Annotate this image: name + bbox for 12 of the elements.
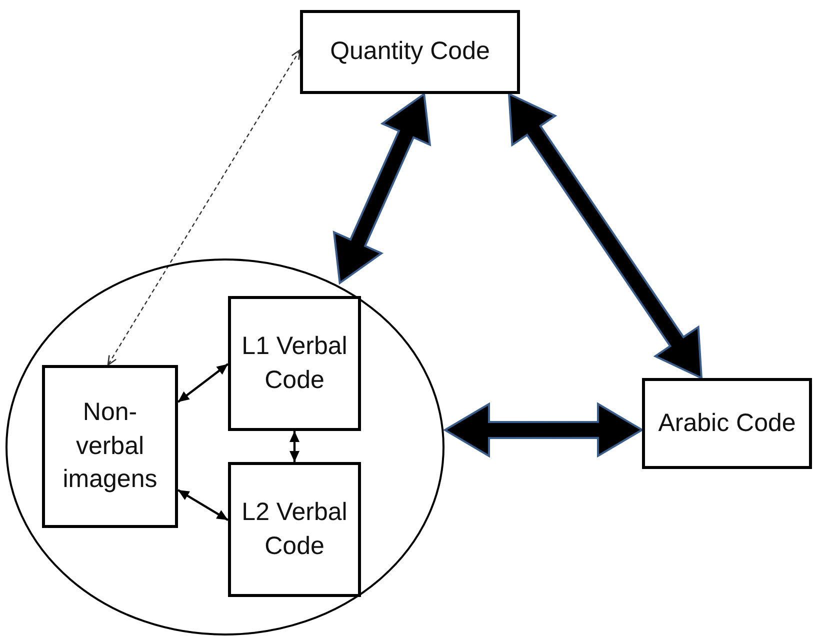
block-arrow (508, 92, 703, 380)
dashed-arrow (107, 49, 301, 366)
code-box: Arabic Code (642, 378, 812, 469)
block-arrow (443, 402, 644, 458)
arrow (290, 431, 300, 462)
code-box: Quantity Code (300, 10, 520, 94)
arrow (177, 363, 229, 403)
block-arrow (332, 92, 432, 285)
code-box: L1 Verbal Code (228, 296, 361, 431)
arrow (177, 489, 229, 521)
code-box: L2 Verbal Code (228, 462, 361, 597)
code-box: Non-verbal imagens (42, 365, 178, 528)
